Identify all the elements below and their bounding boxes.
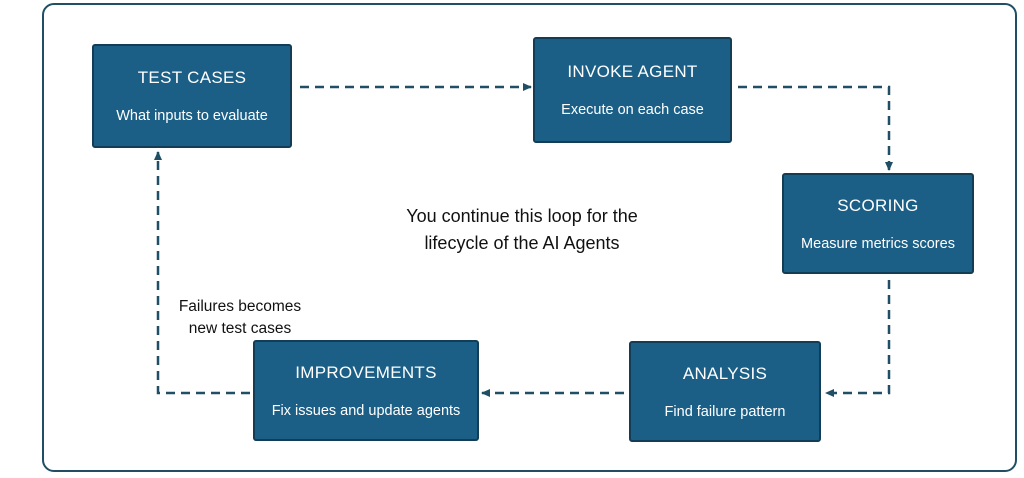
scoring-desc: Measure metrics scores [801, 235, 955, 252]
arrow-scoring-to-analysis [825, 280, 891, 397]
improvements-desc: Fix issues and update agents [271, 402, 461, 419]
analysis-title: ANALYSIS [682, 363, 768, 383]
feedback-note: Failures becomes new test cases [160, 296, 320, 340]
test-cases-desc: What inputs to evaluate [116, 108, 268, 124]
test-cases-box: TEST CASES What inputs to evaluate [92, 44, 292, 148]
invoke-agent-box: INVOKE AGENT Execute on each case [533, 37, 732, 143]
analysis-desc: Find failure pattern [664, 403, 786, 420]
loop-description: You continue this loop for the lifecycle… [372, 203, 672, 257]
invoke-agent-desc: Execute on each case [561, 102, 704, 118]
loop-description-line-1: You continue this loop for the [406, 206, 638, 226]
improvements-title: IMPROVEMENTS [295, 362, 437, 382]
diagram-frame [42, 3, 1017, 472]
improvements-box: IMPROVEMENTS Fix issues and update agent… [253, 340, 479, 441]
invoke-agent-title: INVOKE AGENT [567, 62, 698, 81]
scoring-box: SCORING Measure metrics scores [782, 173, 974, 274]
arrow-invoke-to-scoring [738, 85, 893, 171]
loop-description-line-2: lifecycle of the AI Agents [424, 233, 620, 253]
test-cases-title: TEST CASES [137, 68, 247, 87]
scoring-title: SCORING [837, 195, 919, 215]
arrow-improvements-to-test [154, 151, 250, 395]
feedback-note-line-2: new test cases [188, 320, 292, 337]
analysis-box: ANALYSIS Find failure pattern [629, 341, 821, 442]
feedback-note-line-1: Failures becomes [178, 298, 302, 315]
